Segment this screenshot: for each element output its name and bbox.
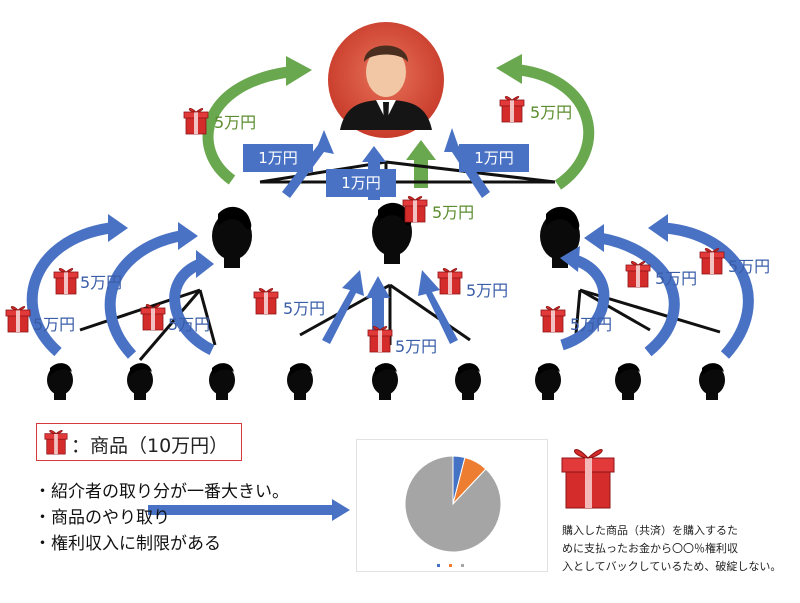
money-label: 5万円 <box>214 113 256 132</box>
money-label: 5万円 <box>283 299 325 318</box>
svg-text:1万円: 1万円 <box>341 174 381 192</box>
money-label: 5万円 <box>80 273 122 292</box>
note-line: 入としてバックしているため、破綻しない。 <box>562 560 782 573</box>
gift-icon <box>699 247 725 275</box>
money-label: 5万円 <box>395 337 437 356</box>
pie-legend-swatch-2 <box>461 564 464 567</box>
right-group-curved-arrows <box>560 222 754 359</box>
large-gift-icon <box>561 449 615 509</box>
gift-icon <box>140 303 166 331</box>
pointer-arrowhead <box>332 499 350 521</box>
pie-legend-swatch-1 <box>449 564 452 567</box>
bullet-item: ・権利収入に制限がある <box>34 534 221 554</box>
left-member-icon <box>212 206 252 268</box>
money-label: 5万円 <box>530 103 572 122</box>
green-curved-arrow-right <box>519 64 595 190</box>
svg-text:1万円: 1万円 <box>258 149 298 167</box>
gift-icon <box>625 260 651 288</box>
commission-box-left: 1万円 <box>243 144 313 172</box>
legend-label: ：商品（10万円） <box>71 435 229 457</box>
left-group-curved-arrows <box>26 222 215 359</box>
bullet-list: ・紹介者の取り分が一番大きい。 ・商品のやり取り ・権利収入に制限がある <box>34 479 289 557</box>
svg-text:1万円: 1万円 <box>474 149 514 167</box>
pie-chart <box>404 455 502 567</box>
money-label: 5万円 <box>33 315 75 334</box>
gift-icon <box>44 429 68 455</box>
gift-icon <box>540 305 566 333</box>
money-label: 5万円 <box>655 269 697 288</box>
pointer-arrow-shaft <box>148 505 334 515</box>
commission-box-right: 1万円 <box>459 144 529 172</box>
commission-box-center: 1万円 <box>326 169 396 197</box>
gift-icon <box>53 267 79 295</box>
gift-icon <box>253 287 279 315</box>
right-group-arrowheads <box>560 214 668 272</box>
legend-box: ：商品（10万円） <box>36 423 242 461</box>
green-arrowhead-left <box>286 56 312 86</box>
green-curved-arrow-left <box>202 66 289 185</box>
pie-chart-card <box>356 439 548 572</box>
money-label: 5万円 <box>466 281 508 300</box>
bullet-item: ・商品のやり取り <box>34 508 170 528</box>
gift-icon <box>402 195 428 223</box>
pie-legend-swatch-0 <box>437 564 440 567</box>
money-label: 5万円 <box>728 257 770 276</box>
note-line: めに支払ったお金から〇〇％権利収 <box>562 542 738 555</box>
money-label: 5万円 <box>432 203 474 222</box>
gift-icon <box>367 325 393 353</box>
gift-icon <box>5 305 31 333</box>
money-label: 5万円 <box>168 315 210 334</box>
green-arrowhead-center <box>406 140 436 160</box>
pie-slice-2 <box>404 455 502 553</box>
green-arrowhead-right <box>496 54 522 84</box>
explanation-note: 購入した商品（共済）を購入するた めに支払ったお金から〇〇％権利収 入としてバッ… <box>562 522 792 576</box>
money-label: 5万円 <box>570 315 612 334</box>
gift-icon <box>437 267 463 295</box>
top-person-icon <box>328 22 444 138</box>
bullet-item: ・紹介者の取り分が一番大きい。 <box>34 482 289 502</box>
gift-icon <box>183 107 209 135</box>
left-group-arrowheads <box>108 214 214 278</box>
gift-icon <box>499 95 525 123</box>
bottom-members <box>47 363 725 400</box>
note-line: 購入した商品（共済）を購入するた <box>562 524 738 537</box>
